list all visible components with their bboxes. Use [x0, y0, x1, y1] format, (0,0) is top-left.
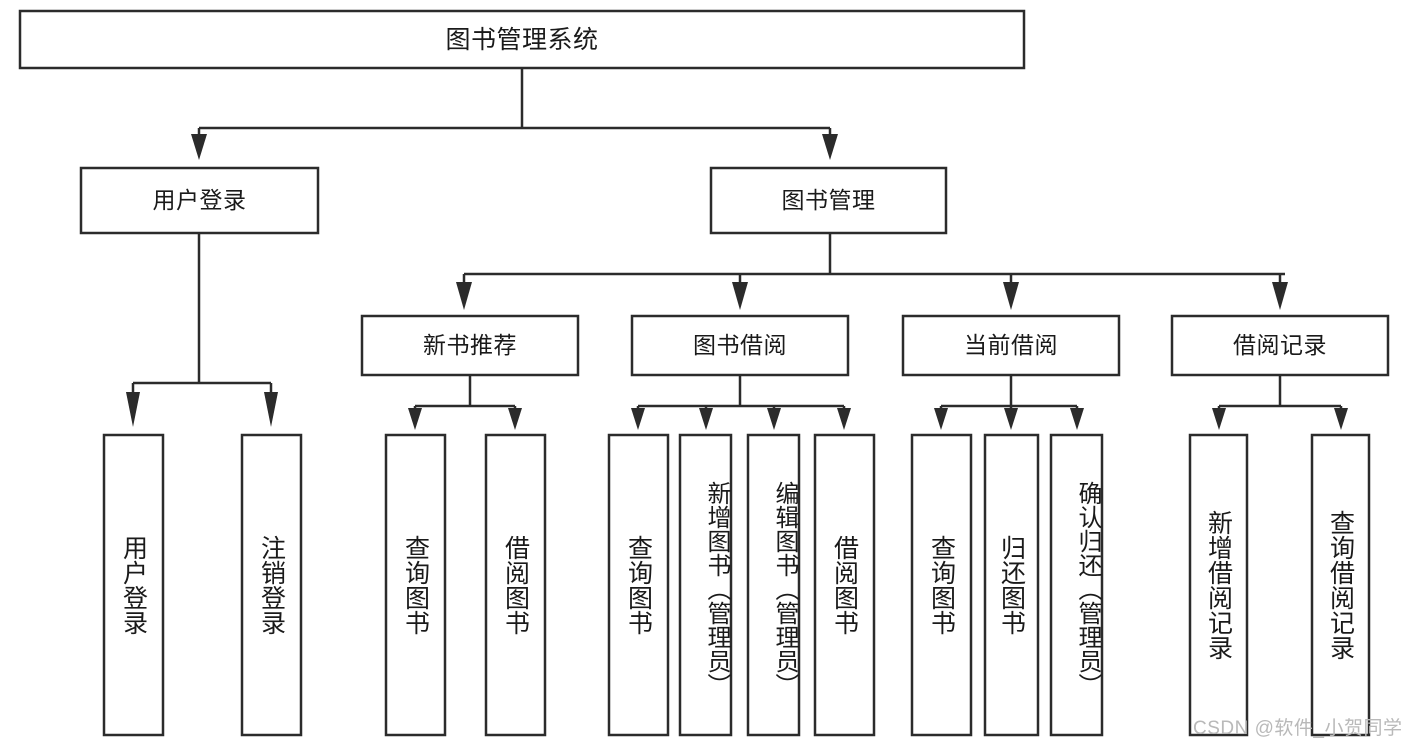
arrow-head-new-book-recommend	[456, 282, 472, 310]
arrow-head-leaf-add-book	[699, 408, 713, 430]
connector-group-new-book-recommend	[408, 375, 522, 430]
node-box-leaf-query-book-1[interactable]	[384, 433, 447, 737]
node-box-leaf-query-borrow-record[interactable]	[1310, 433, 1371, 737]
node-box-leaf-confirm-return[interactable]	[1049, 433, 1104, 737]
node-box-leaf-logout[interactable]	[240, 433, 303, 737]
node-box-borrow-records[interactable]	[1170, 314, 1390, 377]
arrow-head-leaf-user-login	[126, 392, 140, 427]
arrow-head-leaf-confirm-return	[1070, 408, 1084, 430]
node-box-leaf-borrow-book-2[interactable]	[813, 433, 876, 737]
node-box-leaf-borrow-book-1[interactable]	[484, 433, 547, 737]
node-box-leaf-query-book-3[interactable]	[910, 433, 973, 737]
node-box-leaf-return-book[interactable]	[983, 433, 1040, 737]
arrow-head-user-login	[191, 134, 207, 160]
node-box-leaf-edit-book[interactable]	[746, 433, 801, 737]
arrow-head-book-borrow	[732, 282, 748, 310]
arrow-head-leaf-query-borrow-record	[1334, 408, 1348, 430]
node-box-leaf-add-book[interactable]	[678, 433, 733, 737]
arrow-head-leaf-query-book-2	[631, 408, 645, 430]
node-box-leaf-add-borrow-record[interactable]	[1188, 433, 1249, 737]
arrow-head-current-borrow	[1003, 282, 1019, 310]
arrow-head-leaf-query-book-1	[408, 408, 422, 430]
connector-group-user-login	[126, 233, 278, 427]
node-box-root[interactable]	[18, 9, 1026, 70]
node-box-leaf-user-login[interactable]	[102, 433, 165, 737]
arrow-head-borrow-records	[1272, 282, 1288, 310]
csdn-watermark: CSDN @软件_小贺同学	[1193, 718, 1403, 739]
connector-group-current-borrow	[934, 375, 1084, 430]
connector-group-book-borrow	[631, 375, 851, 430]
arrow-head-leaf-query-book-3	[934, 408, 948, 430]
node-box-user-login[interactable]	[79, 166, 320, 235]
arrow-head-leaf-return-book	[1004, 408, 1018, 430]
arrow-head-leaf-add-borrow-record	[1212, 408, 1226, 430]
connector-group-book-management	[456, 233, 1288, 310]
node-box-current-borrow[interactable]	[901, 314, 1121, 377]
node-box-book-borrow[interactable]	[630, 314, 850, 377]
arrow-head-leaf-edit-book	[767, 408, 781, 430]
connector-group-root	[191, 68, 838, 160]
connector-group-borrow-records	[1212, 375, 1348, 430]
arrow-head-book-management	[822, 134, 838, 160]
arrow-head-leaf-borrow-book-2	[837, 408, 851, 430]
node-box-book-management[interactable]	[709, 166, 948, 235]
node-box-leaf-query-book-2[interactable]	[607, 433, 670, 737]
node-box-new-book-recommend[interactable]	[360, 314, 580, 377]
arrow-head-leaf-logout	[264, 392, 278, 427]
arrow-head-leaf-borrow-book-1	[508, 408, 522, 430]
